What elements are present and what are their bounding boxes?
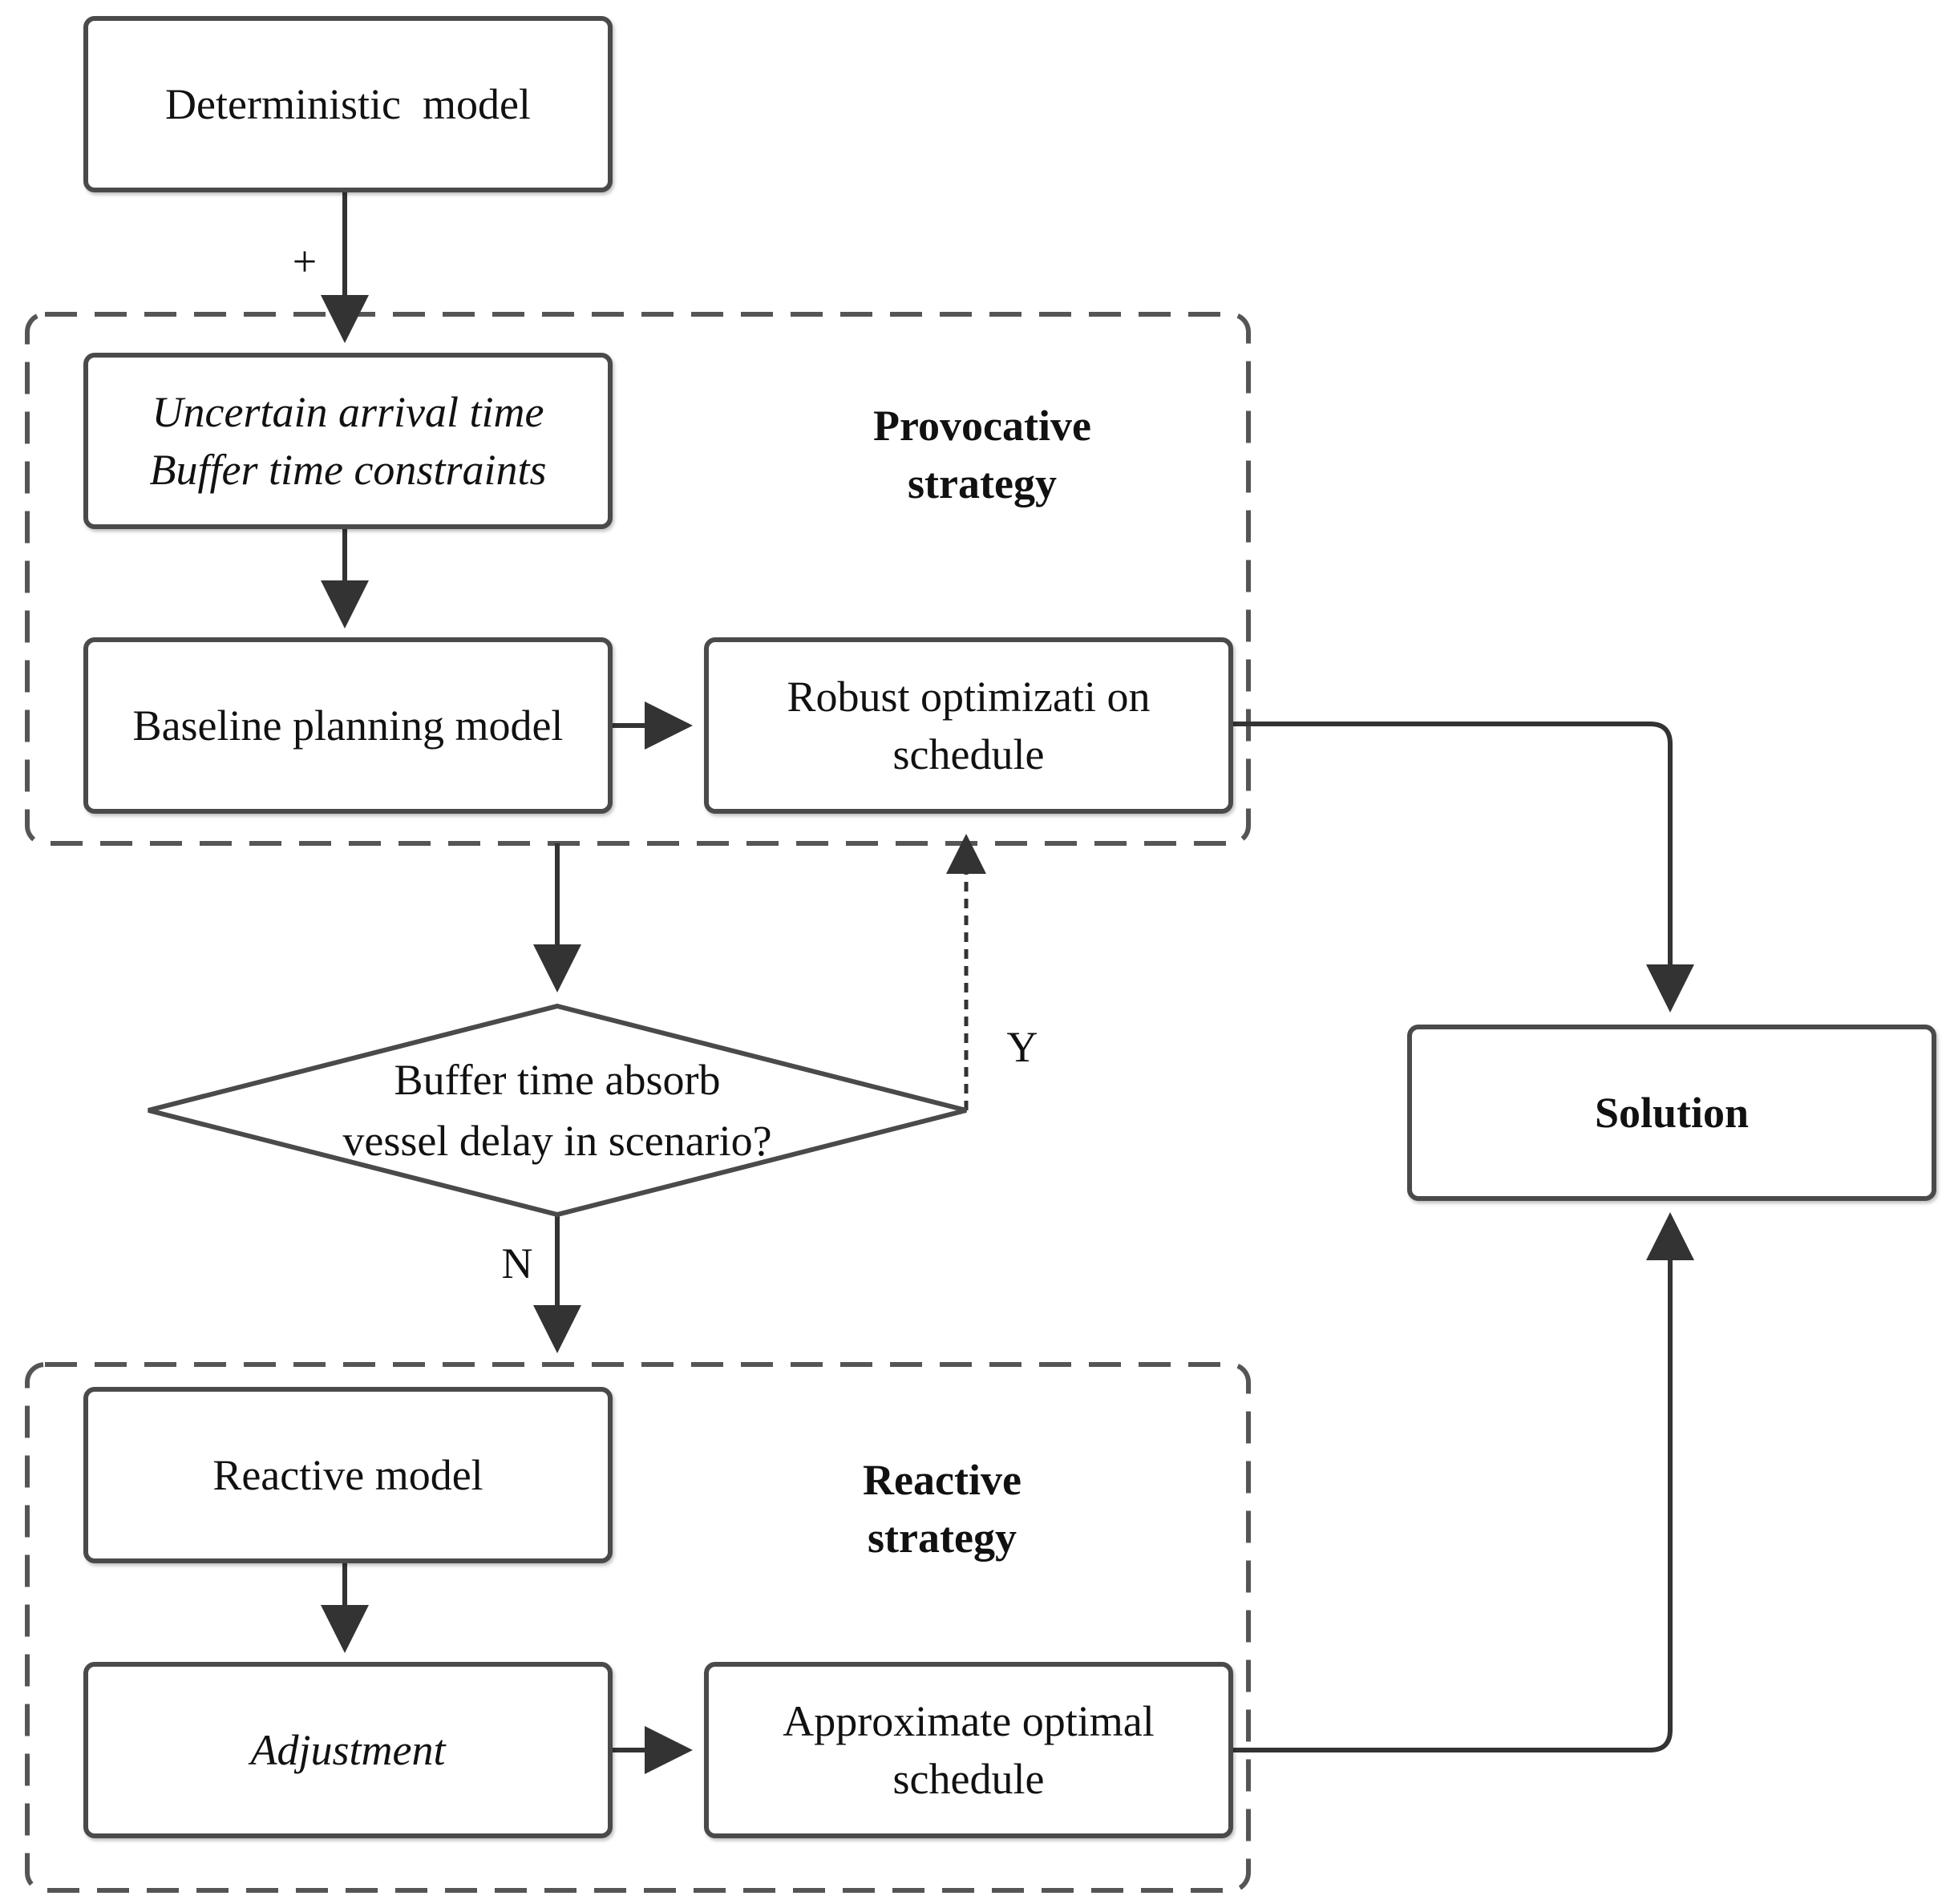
arrow-robust-to-solution <box>1232 722 1694 1013</box>
buffer-constraints-label: Buffer time constraints <box>149 446 547 494</box>
yes-edge-label: Y <box>1006 1023 1038 1071</box>
baseline-planning-label: Baseline planning model <box>132 701 564 750</box>
approximate-optimal-box: Approximate optimal schedule <box>704 1662 1233 1838</box>
adjustment-label: Adjustment <box>250 1726 446 1774</box>
arrow-approximate-to-solution <box>1232 1212 1694 1752</box>
reactive-strategy-line2: strategy <box>868 1514 1017 1562</box>
provocative-strategy-line1: Provocative <box>873 402 1091 450</box>
decision-label: Buffer time absorb vessel delay in scena… <box>277 1046 838 1174</box>
baseline-planning-box: Baseline planning model <box>83 637 613 814</box>
deterministic-model-box: Deterministic model <box>83 16 613 192</box>
uncertain-arrival-label: Uncertain arrival time <box>152 388 544 436</box>
robust-optimization-line1: Robust optimizati on <box>787 673 1151 721</box>
decision-line2: vessel delay in scenario? <box>342 1117 772 1165</box>
decision-line1: Buffer time absorb <box>394 1056 721 1104</box>
plus-edge-label: + <box>292 237 318 285</box>
reactive-model-box: Reactive model <box>83 1387 613 1563</box>
reactive-model-label: Reactive model <box>212 1451 483 1499</box>
robust-optimization-line2: schedule <box>892 730 1045 778</box>
approximate-optimal-line2: schedule <box>892 1755 1045 1803</box>
provocative-strategy-line2: strategy <box>908 459 1057 507</box>
no-edge-label: N <box>501 1239 533 1288</box>
approximate-optimal-line1: Approximate optimal <box>783 1697 1155 1745</box>
deterministic-model-label: Deterministic model <box>165 80 531 128</box>
provocative-strategy-group <box>25 312 1251 846</box>
uncertain-arrival-box: Uncertain arrival time Buffer time const… <box>83 353 613 529</box>
adjustment-box: Adjustment <box>83 1662 613 1838</box>
solution-box: Solution <box>1407 1025 1936 1201</box>
provocative-strategy-title: Provocative strategy <box>826 397 1139 512</box>
solution-label: Solution <box>1594 1089 1750 1137</box>
decision-diamond <box>148 1003 967 1218</box>
reactive-strategy-group <box>25 1362 1251 1893</box>
reactive-strategy-line1: Reactive <box>863 1456 1022 1504</box>
reactive-strategy-title: Reactive strategy <box>786 1451 1098 1566</box>
robust-optimization-box: Robust optimizati on schedule <box>704 637 1233 814</box>
